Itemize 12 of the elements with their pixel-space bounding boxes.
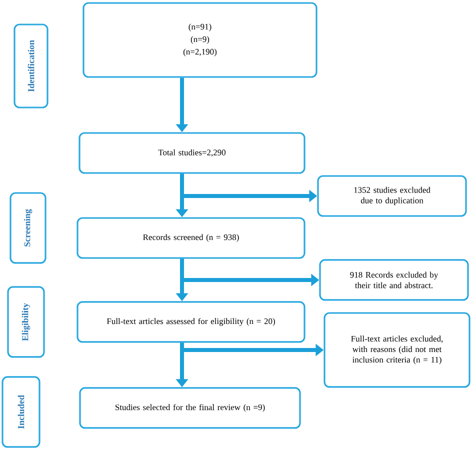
process-box: Studies selected for the final review (n =9) [79,387,301,429]
stage-label: Eligibility [7,286,45,358]
process-box: Full-text articles assessed for eligibility (n = 20) [76,301,306,343]
exclusion-box: 1352 studies excluded due to duplication [317,175,467,217]
exclusion-box: Full-text articles excluded, with reasons (did not met inclusion criteria (n = 11) [324,312,470,388]
process-box: (n=91) (n=9) (n=2,190) [82,2,318,78]
process-box: Records screened (n = 938) [76,217,306,259]
stage-label: Identification [14,24,48,108]
stage-label: Included [2,376,40,448]
process-box: Total studies=2,290 [78,132,306,174]
exclusion-box: 918 Records excluded by their title and abstract. [319,259,469,301]
stage-label: Screening [10,192,46,264]
